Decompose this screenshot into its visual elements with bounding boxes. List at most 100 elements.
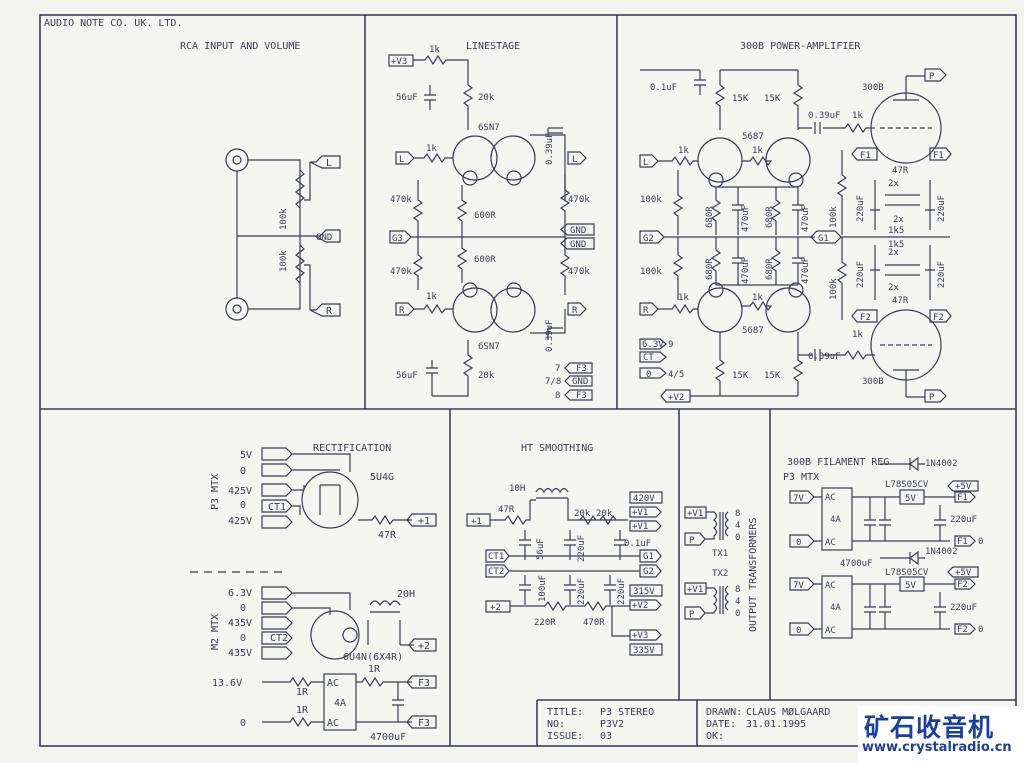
fr-p5a-flag: [947, 480, 979, 492]
ls-out-r-flag: [567, 302, 587, 316]
ht-v335: 335V: [633, 646, 655, 656]
ht-g1-flag: [639, 549, 662, 563]
ht-g2: G2: [643, 567, 654, 577]
pa-in-r-flag: [639, 302, 659, 316]
pa-r100k-m2: 100k: [829, 278, 839, 300]
ht-plus2-flag: [485, 600, 511, 613]
fr-f1b: F1: [957, 537, 968, 547]
fr-v7b-flag: [789, 577, 815, 591]
fr-v7b: 7V: [793, 581, 804, 591]
pa-300b-lower: [870, 309, 942, 397]
ls-gnd-flag-2: [560, 237, 595, 250]
pa-g1: G1: [818, 234, 829, 244]
linestage-title: LINESTAGE: [466, 41, 520, 52]
fr-f2z: 0: [978, 625, 983, 635]
rect-v425b: 425V: [228, 516, 252, 527]
ls-r470-o2: 470k: [568, 267, 590, 277]
pa-r15k-2: 15K: [764, 94, 781, 104]
fr-f2a: F2: [957, 580, 968, 590]
otx-v1a-flag: [684, 506, 707, 519]
pa-r1k5-2: 1k5: [888, 240, 904, 250]
rca-title: RCA INPUT AND VOLUME: [180, 41, 300, 52]
pa-c01: 0.1uF: [650, 83, 677, 93]
rect-z3: 0: [240, 603, 246, 614]
pa-r2x-1: 2x: [888, 179, 899, 189]
tb-date: 31.01.1995: [746, 719, 806, 730]
pa-300b-top: 300B: [862, 83, 884, 93]
fr-f2a-flag: [954, 578, 976, 590]
pa-c470-2: 470uF: [801, 205, 811, 232]
fr-f2b: F2: [957, 625, 968, 635]
fr-v7a: 7V: [793, 494, 804, 504]
pa-c220-4: 220uF: [937, 261, 947, 288]
fr-d2: 1N4002: [925, 547, 958, 557]
pa-r15k-3: 15K: [732, 371, 749, 381]
ls-r600-2: 600R: [474, 255, 496, 265]
pa-f1a: F1: [860, 151, 871, 161]
pa-cathode-network-bot: [710, 237, 804, 286]
ht-v420-flag: [629, 491, 663, 504]
title-block: TITLE: P3 STEREO NO: P3V2 ISSUE: 03 DRAW…: [547, 706, 830, 742]
fr-ac4: AC: [825, 626, 836, 636]
site-watermark: 矿石收音机 www.crystalradio.cn: [858, 706, 1024, 763]
rect-plus1-flag: [406, 513, 437, 527]
rca-jack-l: [225, 148, 249, 172]
ls-r1k-top: 1k: [429, 45, 440, 55]
otx-pb: P: [689, 610, 695, 620]
pa-r680-1: 680R: [705, 206, 715, 228]
pa-r1k-m2: 1k: [752, 293, 763, 303]
ls-in-l: L: [399, 155, 404, 165]
rect-f3b-flag: [406, 715, 437, 729]
pa-r680-3: 680R: [705, 258, 715, 280]
ls-c039-bot: 0.39uF: [545, 319, 555, 352]
pa-ct: CT: [643, 353, 654, 363]
rca-panel: RCA INPUT AND VOLUME L GND R 100k 100k: [180, 41, 341, 321]
fr-f1z: 0: [978, 537, 983, 547]
rect-f3b: F3: [418, 718, 430, 729]
filament-reg-panel: 300B FILAMENT REG P3 MTX 1N4002 7V 0 AC …: [783, 456, 983, 639]
ls-r470-2: 470k: [390, 267, 412, 277]
fr-v5a: 5V: [905, 494, 916, 504]
rect-6u4n-tube: [310, 610, 360, 660]
otx-v1b-flag: [684, 582, 707, 595]
ls-in-r-flag: [395, 302, 415, 316]
ht-c220-1: 220uF: [577, 535, 587, 562]
rect-f3a-flag: [406, 675, 437, 689]
ls-v3: +V3: [391, 57, 407, 67]
pa-c039-bot: 0.39uF: [808, 352, 841, 362]
fr-v5b: 5V: [905, 581, 916, 591]
pa-f2b: F2: [933, 313, 944, 323]
rect-v5: 5V: [240, 450, 252, 461]
otx-tx1: [705, 511, 729, 540]
ls-r600-1: 600R: [474, 211, 496, 221]
pa-r47r-bot: 47R: [892, 296, 909, 306]
otx-n4a: 4: [735, 521, 740, 531]
rect-r1ra: 1R: [296, 687, 309, 698]
rect-ac1: AC: [327, 678, 339, 689]
pa-tube-bot: 5687: [742, 326, 764, 336]
output-tx-panel: OUTPUT TRANSFORMERS +V1 P 8 4 0 TX1 TX2 …: [684, 506, 759, 632]
otx-n0b: 0: [735, 609, 740, 619]
ls-c039-top: 0.39uF: [545, 132, 555, 165]
rectification-panel: RECTIFICATION P3 MTX 5V 0 425V 0 425V 5U…: [190, 443, 437, 743]
power-amp-panel: 300B POWER-AMPLIFIER 0.1uF 15K 15K 5687 …: [639, 41, 952, 403]
rect-m2mtx: M2 MTX: [210, 614, 221, 650]
ls-r470-1: 470k: [390, 195, 412, 205]
fr-v7a-flag: [789, 490, 815, 504]
ht-g2-flag: [639, 564, 662, 578]
ls-gnd1: GND: [570, 226, 586, 236]
pa-c039-top: 0.39uF: [808, 111, 841, 121]
ht-ct1-flag: [485, 549, 510, 563]
pa-r15k-4: 15K: [764, 371, 781, 381]
ht-choke: 10H: [509, 484, 525, 494]
tb-ok-label: OK:: [706, 731, 724, 742]
pa-c470-4: 470uF: [801, 257, 811, 284]
pa-r2x-3: 2x: [888, 248, 899, 258]
ht-v315-flag: [629, 584, 663, 597]
watermark-url: www.crystalradio.cn: [862, 740, 1012, 755]
fr-reg1: 4A: [830, 515, 841, 525]
ht-c56: 56uF: [536, 538, 546, 560]
ls-r1k-r: 1k: [426, 292, 437, 302]
tb-title-label: TITLE:: [547, 707, 583, 718]
